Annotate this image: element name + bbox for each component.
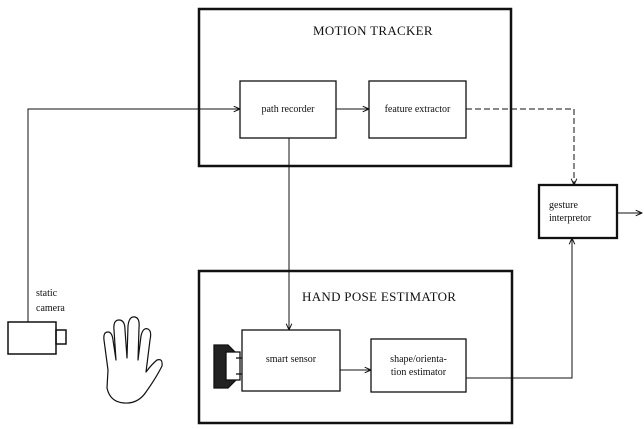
shape-to-gesture-arrow: [466, 238, 572, 378]
gesture-interpreter-label-line1: gesture: [549, 199, 578, 212]
hand-icon: [104, 317, 162, 403]
shape-estimator-label-line1: shape/orienta-: [371, 353, 466, 366]
camera-label-line2: camera: [36, 302, 65, 315]
motion-tracker-title: MOTION TRACKER: [313, 23, 433, 39]
camera-icon: [8, 322, 66, 354]
path-recorder-label: path recorder: [240, 103, 336, 116]
sensor-lens-icon: [214, 345, 242, 388]
camera-feed-line: [28, 109, 240, 322]
feature-to-gesture-arrow: [466, 109, 574, 185]
shape-estimator-label-line2: tion estimator: [371, 366, 466, 379]
feature-extractor-label: feature extractor: [369, 103, 466, 116]
camera-label-line1: static: [36, 287, 57, 300]
gesture-interpreter-label-line2: interpretor: [549, 212, 591, 225]
hand-pose-estimator-title: HAND POSE ESTIMATOR: [302, 289, 456, 305]
smart-sensor-label: smart sensor: [242, 353, 340, 366]
